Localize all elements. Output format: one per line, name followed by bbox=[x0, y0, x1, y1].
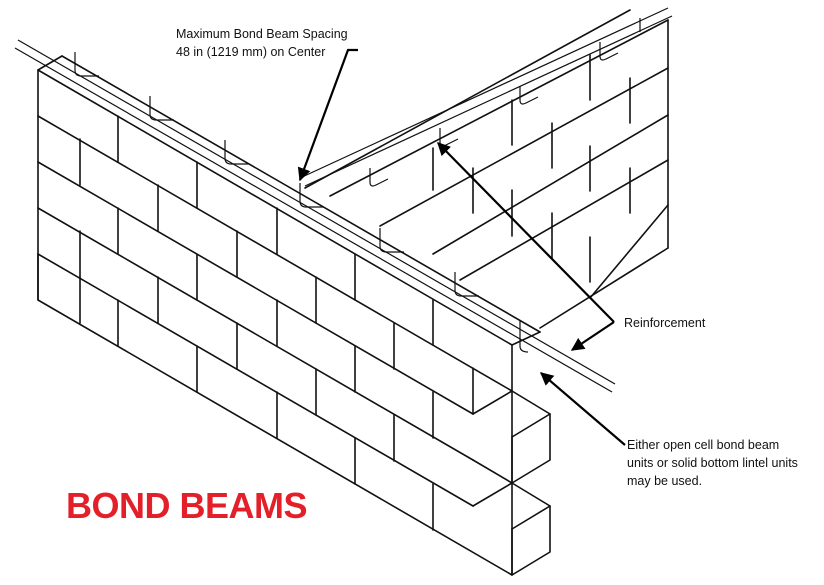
reinforcement-bars bbox=[14, 7, 673, 393]
note-line3: may be used. bbox=[627, 474, 702, 488]
note-line1: Either open cell bond beam bbox=[627, 438, 779, 452]
spacing-label-line2: 48 in (1219 mm) on Center bbox=[176, 45, 325, 59]
note-line2: units or solid bottom lintel units bbox=[627, 456, 798, 470]
left-wall bbox=[37, 55, 551, 576]
leader-lines bbox=[297, 48, 626, 446]
reinforcement-label: Reinforcement bbox=[624, 316, 706, 330]
diagram-title: BOND BEAMS bbox=[66, 485, 307, 526]
spacing-label-line1: Maximum Bond Beam Spacing bbox=[176, 27, 348, 41]
right-wall bbox=[304, 9, 669, 329]
